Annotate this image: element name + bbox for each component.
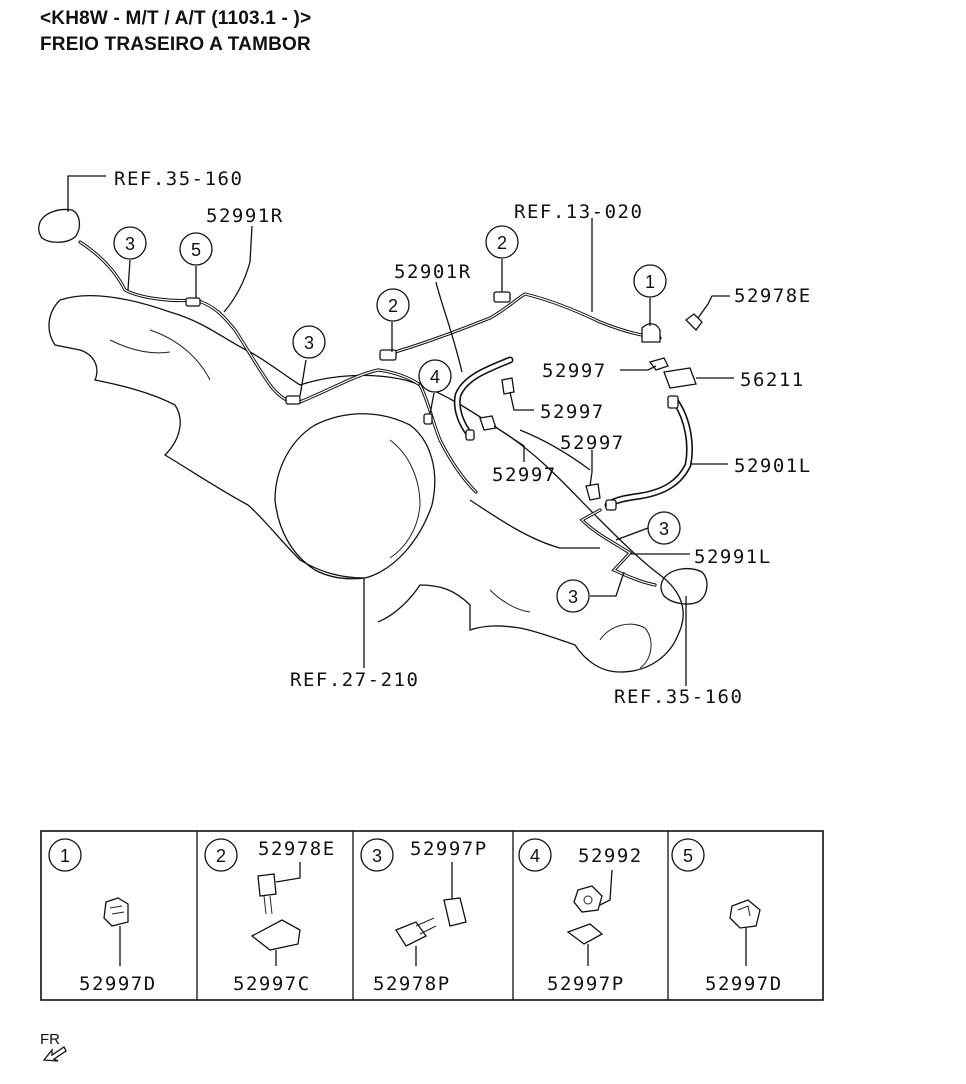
label-52901R: 52901R: [394, 261, 472, 283]
legend-4-top: 52992: [578, 845, 643, 867]
label-52997-b: 52997: [540, 401, 605, 423]
svg-text:2: 2: [216, 846, 226, 866]
fr-label: FR: [40, 1031, 60, 1048]
axle-housing: [48, 294, 684, 673]
legend-5-bottom: 52997D: [705, 973, 783, 995]
callout-2-left: 2: [376, 288, 410, 352]
legend-cell-2: 2 52978E 52997C: [204, 838, 336, 995]
ref-35-160-top: REF.35-160: [114, 168, 243, 190]
front-arrow-icon: [42, 1046, 67, 1062]
label-52901L: 52901L: [734, 455, 812, 477]
callout-1: 1: [633, 264, 667, 326]
clip-52997C-icon: [250, 919, 301, 951]
callout-3-bottom: 3: [556, 571, 625, 613]
page-title-section: FREIO TRASEIRO A TAMBOR: [40, 34, 311, 55]
legend-2-bottom: 52997C: [233, 973, 311, 995]
brake-drum-left: [38, 208, 81, 243]
legend-3-top: 52997P: [410, 838, 488, 860]
svg-text:3: 3: [659, 519, 669, 539]
legend-table: 1 52997D 2 52978E 52997C 3 52997P: [40, 830, 824, 1001]
label-52997-c: 52997: [560, 432, 625, 454]
legend-cell-5: 5 52997D: [671, 838, 783, 995]
clip-parts: [185, 291, 703, 511]
callout-3-top: 3: [113, 226, 147, 291]
label-52978E: 52978E: [734, 285, 812, 307]
brake-drum-right: [660, 567, 708, 605]
ref-35-160-bottom: REF.35-160: [614, 686, 743, 708]
clip-52997P-icon: [443, 897, 467, 927]
bolt-52978P-icon: [395, 921, 427, 947]
legend-cell-3: 3 52997P 52978P: [360, 838, 488, 995]
legend-1-bottom: 52997D: [79, 973, 157, 995]
svg-text:4: 4: [530, 846, 540, 866]
front-indicator: FR: [40, 1031, 67, 1062]
svg-text:5: 5: [191, 240, 201, 260]
label-52991L: 52991L: [694, 546, 772, 568]
svg-text:2: 2: [497, 233, 507, 253]
brake-pipe-52991R: [78, 240, 478, 494]
svg-text:3: 3: [125, 234, 135, 254]
svg-text:3: 3: [372, 846, 382, 866]
clip-52997D-icon: [103, 897, 129, 927]
bolt-52978E-icon: [257, 873, 277, 897]
svg-text:3: 3: [568, 587, 578, 607]
callout-3-mid: 3: [292, 325, 326, 397]
brake-hose-52901R: [453, 356, 514, 439]
label-52991R: 52991R: [206, 205, 284, 227]
callout-2-right: 2: [485, 225, 519, 292]
callout-3-right: 3: [615, 511, 681, 545]
brake-pipe-52991L: [579, 508, 657, 587]
label-56211: 56211: [740, 369, 805, 391]
clip-52997P-small-icon: [566, 923, 604, 945]
ref-27-210: REF.27-210: [290, 669, 419, 691]
nut-52992-icon: [573, 885, 603, 913]
label-52997-d: 52997: [492, 464, 557, 486]
page-title-model: <KH8W - M/T / A/T (1103.1 - )>: [40, 8, 312, 29]
clip-52997D-alt-icon: [729, 899, 761, 929]
svg-text:3: 3: [304, 333, 314, 353]
svg-text:1: 1: [60, 846, 70, 866]
brake-hose-52901L: [604, 398, 693, 509]
svg-text:2: 2: [388, 296, 398, 316]
legend-2-top: 52978E: [258, 838, 336, 860]
ref-13-020: REF.13-020: [514, 201, 643, 223]
legend-3-bottom: 52978P: [373, 973, 451, 995]
brake-pipe-main: [383, 292, 662, 357]
svg-text:1: 1: [645, 272, 655, 292]
svg-text:5: 5: [683, 846, 693, 866]
svg-text:4: 4: [430, 367, 440, 387]
callout-4: 4: [418, 359, 452, 415]
legend-cell-1: 1 52997D: [48, 838, 157, 995]
callout-5-top: 5: [179, 232, 213, 298]
legend-4-bottom: 52997P: [547, 973, 625, 995]
legend-cell-4: 4 52992 52997P: [518, 838, 643, 995]
label-52997-a: 52997: [542, 360, 607, 382]
